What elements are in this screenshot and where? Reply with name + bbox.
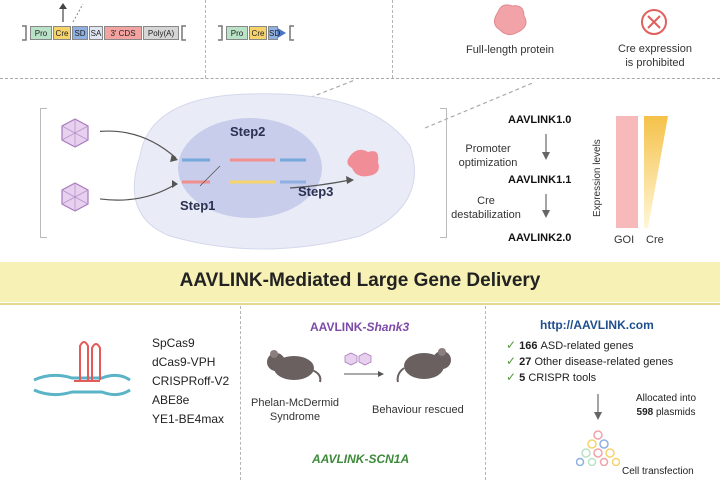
promoter-line1: Promoter [465,143,511,155]
promoter-line2: optimization [458,157,518,169]
cell-transfection-label: Cell transfection [622,466,694,477]
allocated-count: 598 [636,407,654,418]
cre-destab-line2: destabilization [451,209,521,221]
website-link[interactable]: http://AAVLINK.com [540,318,654,332]
prohibited-icon [641,9,667,35]
cre-bar [644,116,668,228]
bracket [440,108,447,238]
cre-expression-line2: is prohibited [625,57,685,69]
shank3-title: AAVLINK-Shank3 [310,320,409,334]
step2-label: Step2 [230,124,266,139]
protein-icon [494,4,527,36]
version-label: AAVLINK2.0 [508,232,572,244]
check-icon: ✓ [506,354,517,368]
divider [392,0,393,78]
stats-label: Other disease-related genes [534,356,674,368]
crispr-tool-item: YE1-BE4max [152,412,225,426]
plasmid-pyramid-icon [576,430,620,466]
mechanism-panel: Step2 Step1 Step3 AAVLINK1.0 AAVLINK1.1 … [0,78,720,258]
goi-bar [616,116,638,228]
stats-count: 27 [519,356,532,368]
syndrome-line2: Syndrome [269,411,321,423]
shank3-gene: Shank3 [366,320,410,334]
goi-label: GOI [614,234,635,246]
itr-icon [22,25,186,41]
version-label: AAVLINK1.1 [508,174,572,186]
divider [0,303,720,305]
stats-label: ASD-related genes [540,340,634,352]
top-panel: Pro Cre SD SA 3' CDS Poly(A) Pro Cre SD … [0,0,720,79]
stats-label: CRISPR tools [528,372,597,384]
construct-a: Pro Cre SD SA 3' CDS Poly(A) [20,24,188,42]
crispr-dna-icon [33,341,131,397]
crispr-tool-item: SpCas9 [152,336,195,350]
crispr-tool-list: SpCas9 dCas9-VPH CRISPRoff-V2 ABE8e YE1-… [152,334,229,429]
cre-destabilization-label: Cre destabilization [438,194,534,222]
cre-destab-line1: Cre [477,195,495,207]
mouse-icon [267,350,322,383]
construct-b-seg: Pro [226,26,248,40]
full-length-protein-label: Full-length protein [465,44,555,56]
arrow-down-icon [594,394,602,420]
cre-expression-label: Cre expression is prohibited [595,42,715,70]
construct-b-seg: SD [268,26,280,40]
stats-list: ✓ 166 ASD-related genes ✓ 27 Other disea… [506,338,673,386]
construct-a-seg: Pro [30,26,52,40]
behaviour-rescued-label: Behaviour rescued [372,404,464,416]
allocated-label: Allocated into 598 plasmids [626,392,706,420]
divider [240,306,241,480]
banner-title: AAVLINK-Mediated Large Gene Delivery [179,270,541,291]
shank3-prefix: AAVLINK- [310,320,367,334]
scn1a-title: AAVLINK-SCN1A [312,452,410,466]
aav-virus-icon [61,182,89,212]
construct-a-seg: SD [72,26,88,40]
stats-item: ✓ 166 ASD-related genes [506,338,673,354]
version-label: AAVLINK1.0 [508,114,572,126]
step1-label: Step1 [180,198,216,213]
construct-b-seg: Cre [249,26,267,40]
expression-levels-label: Expression levels [592,139,603,217]
syndrome-line1: Phelan-McDermid [250,397,340,409]
stats-count: 166 [519,340,538,352]
cre-expression-line1: Cre expression [618,43,692,55]
allocated-suffix: plasmids [656,407,696,418]
aav-virus-icon [61,118,89,148]
cell-diagram [100,93,415,250]
itr-icon [218,25,294,41]
stats-count: 5 [519,372,526,384]
crispr-tool-item: CRISPRoff-V2 [152,374,230,388]
promoter-optimization-label: Promoter optimization [440,142,536,170]
mouse-icon [396,348,451,383]
construct-a-seg: Poly(A) [143,26,179,40]
construct-b: Pro Cre SD [216,24,296,42]
allocated-line1: Allocated into [635,393,697,404]
construct-a-seg: SA [89,26,103,40]
divider [485,306,486,480]
allocated-line2: 598 plasmids [626,406,706,420]
bracket [40,108,47,238]
construct-a-seg: Cre [53,26,71,40]
aav-dose-icon [344,352,384,377]
check-icon: ✓ [506,370,517,384]
arrow-up-icon [59,3,84,23]
stats-item: ✓ 5 CRISPR tools [506,370,673,386]
crispr-tool-item: ABE8e [152,393,190,407]
syndrome-label: Phelan-McDermid Syndrome [250,396,340,424]
cre-label: Cre [646,234,664,246]
step3-label: Step3 [298,184,334,199]
title-banner: AAVLINK-Mediated Large Gene Delivery [0,262,720,302]
stats-item: ✓ 27 Other disease-related genes [506,354,673,370]
construct-a-seg: 3' CDS [104,26,142,40]
arrow-down-icon [542,134,550,218]
crispr-tool-item: dCas9-VPH [152,355,216,369]
check-icon: ✓ [506,338,517,352]
divider [205,0,206,78]
